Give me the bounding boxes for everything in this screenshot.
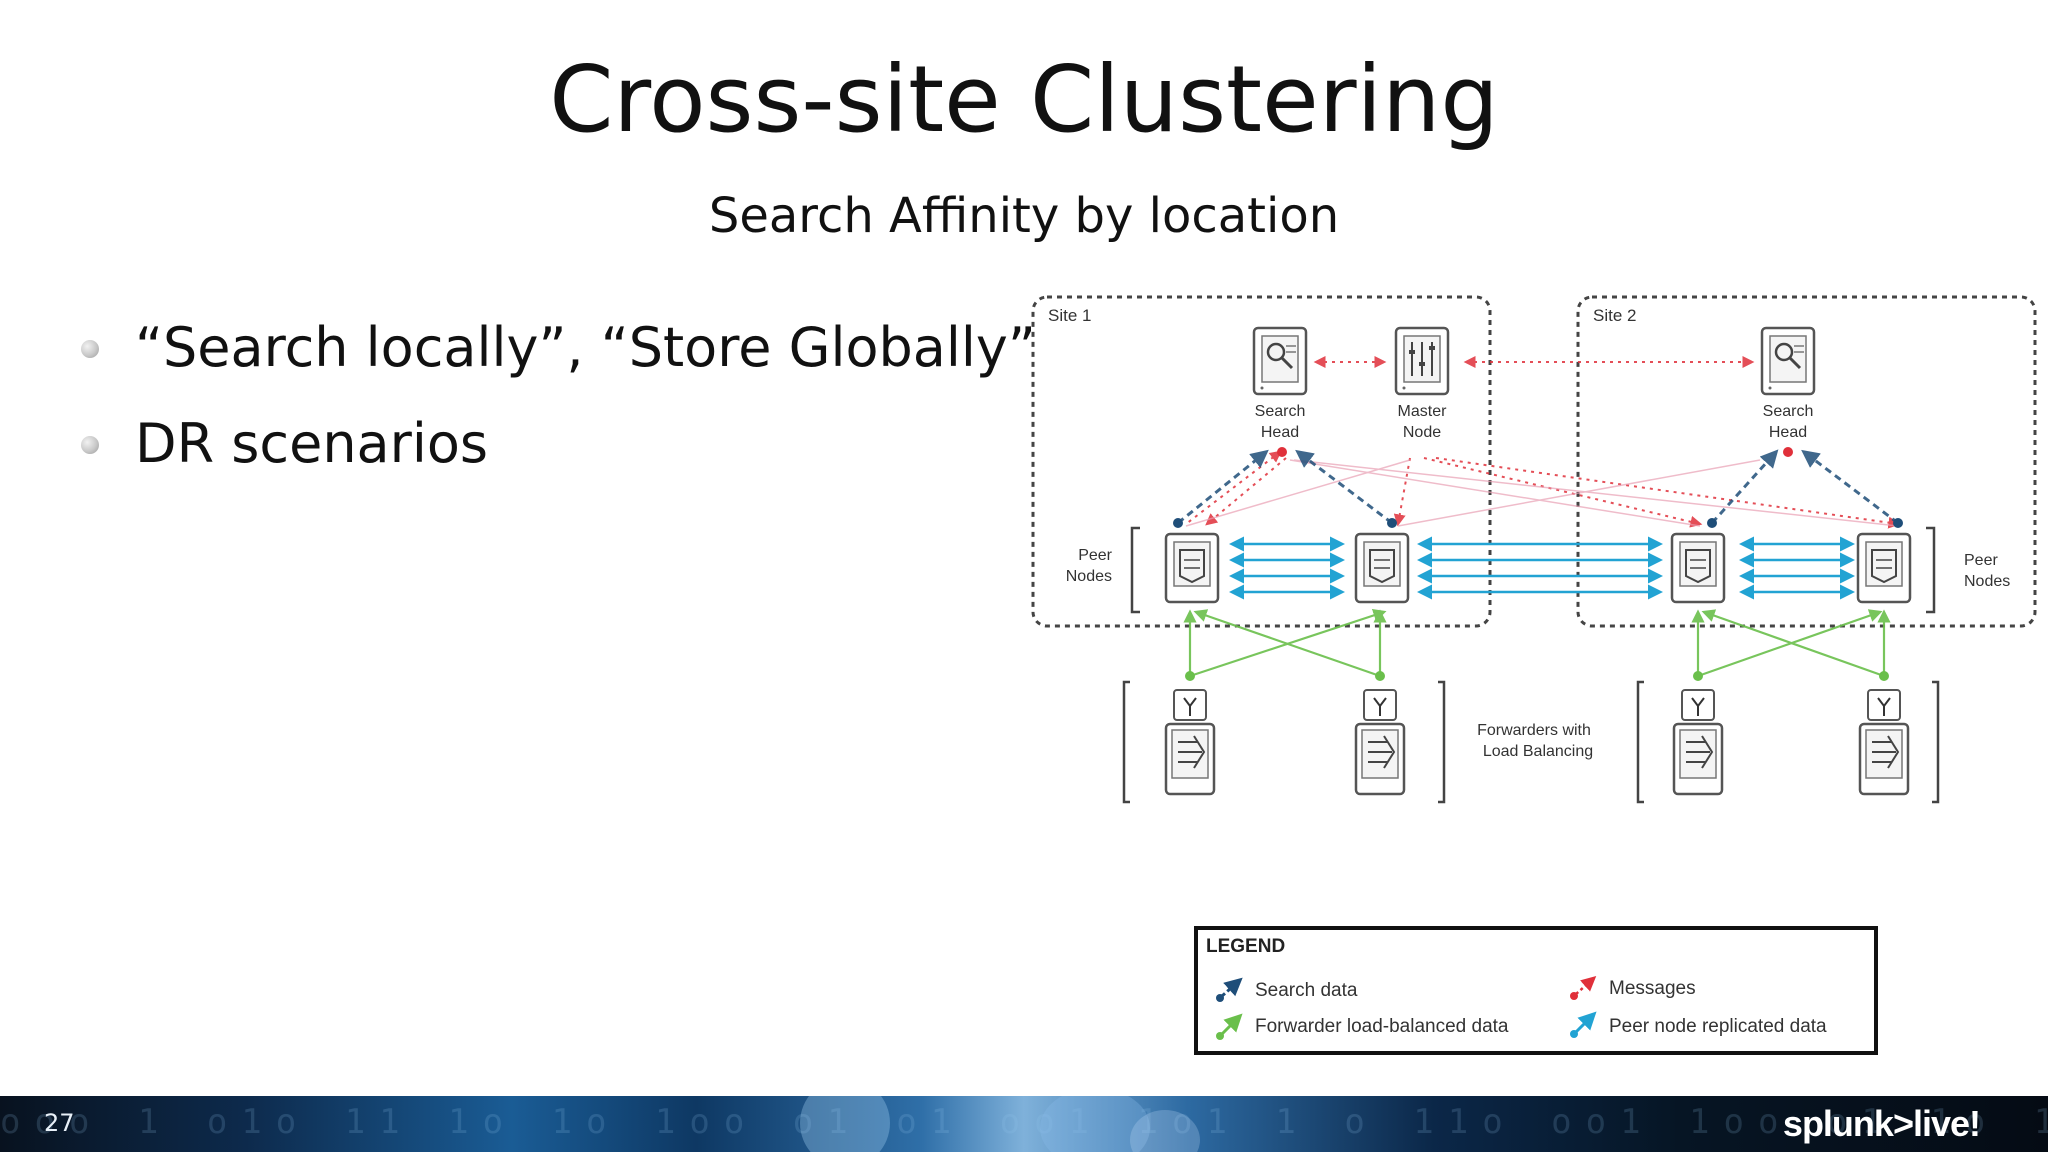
bullet-item: DR scenarios <box>78 406 1018 502</box>
master-node-label-line1: Master <box>1398 403 1448 420</box>
legend-messages: Messages <box>1609 978 1696 999</box>
footer-banner: ooo 1 o1o 11 1o 1o 1oo o1 o1 oo1 1o1 1 o… <box>0 1096 2048 1152</box>
legend-forwarder-icon <box>1216 1013 1243 1040</box>
peer-node <box>1354 532 1410 604</box>
master-node-label-line2: Node <box>1403 424 1441 441</box>
peer-nodes-label-line2: Nodes <box>1066 568 1112 585</box>
site-2-label: Site 2 <box>1593 306 1636 325</box>
peer-nodes-label-line1: Peer <box>1078 547 1112 564</box>
magnifier-icon <box>1774 342 1794 362</box>
peer-nodes-2-label-line2: Nodes <box>1964 573 2010 590</box>
forwarder-links <box>1183 609 1891 678</box>
message-endpoints <box>1277 447 1793 457</box>
site-1-label: Site 1 <box>1048 306 1091 325</box>
peer-nodes-2-label-line1: Peer <box>1964 552 1998 569</box>
message-links-faint <box>1185 459 1899 527</box>
bullet-list: “Search locally”, “Store Globally” DR sc… <box>78 310 1036 502</box>
bullet-text: DR scenarios <box>135 412 489 475</box>
legend-messages-icon <box>1570 976 1597 1000</box>
search-head-2-label-line2: Head <box>1769 424 1807 441</box>
peer-node <box>1164 532 1220 604</box>
site-1-box <box>1031 295 1492 628</box>
search-data-endpoints <box>1173 518 1903 528</box>
magnifier-icon <box>1266 342 1286 362</box>
peer-bracket-left <box>1130 526 1140 614</box>
bullet-text: “Search locally”, “Store Globally” <box>135 316 1036 379</box>
forwarder-endpoints <box>1185 671 1889 681</box>
legend-search-data-icon <box>1216 977 1243 1002</box>
peer-node <box>1670 532 1726 604</box>
cluster-diagram: Site 1 Site 2 <box>1031 295 2037 1055</box>
search-head-site-2 <box>1760 326 1816 396</box>
page-number: 27 <box>44 1109 75 1137</box>
forwarders-label-line1: Forwarders with <box>1477 722 1591 739</box>
peer-node <box>1856 532 1912 604</box>
legend-title: LEGEND <box>1206 936 1285 957</box>
forwarder <box>1164 689 1216 796</box>
legend-forwarder-data: Forwarder load-balanced data <box>1255 1016 1509 1037</box>
replication-links <box>1229 536 1855 600</box>
search-head-site-1 <box>1252 326 1308 396</box>
footer-background-pattern: ooo 1 o1o 11 1o 1o 1oo o1 o1 oo1 1o1 1 o… <box>0 1102 2048 1142</box>
forwarders-label-line2: Load Balancing <box>1483 743 1593 760</box>
forwarder-bracket <box>1122 680 1130 804</box>
message-links <box>1185 356 1901 529</box>
slide-subtitle: Search Affinity by location <box>708 188 1340 244</box>
forwarder <box>1672 689 1724 796</box>
search-head-2-label-line1: Search <box>1763 403 1814 420</box>
slide-title: Cross-site Clustering <box>549 46 1499 153</box>
forwarder-bracket <box>1438 680 1446 804</box>
bullet-item: “Search locally”, “Store Globally” <box>78 310 1036 406</box>
legend-replication-data: Peer node replicated data <box>1609 1016 1827 1037</box>
forwarder <box>1354 689 1406 796</box>
search-data-links <box>1177 449 1899 525</box>
peer-bracket-right <box>1926 526 1936 614</box>
forwarder-bracket <box>1932 680 1940 804</box>
bullet-dot-icon <box>81 340 99 358</box>
master-node <box>1394 326 1450 396</box>
legend-box <box>1194 926 1878 1055</box>
site-2-box <box>1576 295 2037 628</box>
search-head-label-line1: Search <box>1255 403 1306 420</box>
bullet-dot-icon <box>81 436 99 454</box>
legend-search-data: Search data <box>1255 980 1358 1001</box>
legend-replication-icon <box>1570 1011 1597 1038</box>
forwarder <box>1858 689 1910 796</box>
forwarder-bracket <box>1636 680 1644 804</box>
search-head-label-line2: Head <box>1261 424 1299 441</box>
splunk-live-logo: splunk>live! <box>1782 1103 1981 1144</box>
